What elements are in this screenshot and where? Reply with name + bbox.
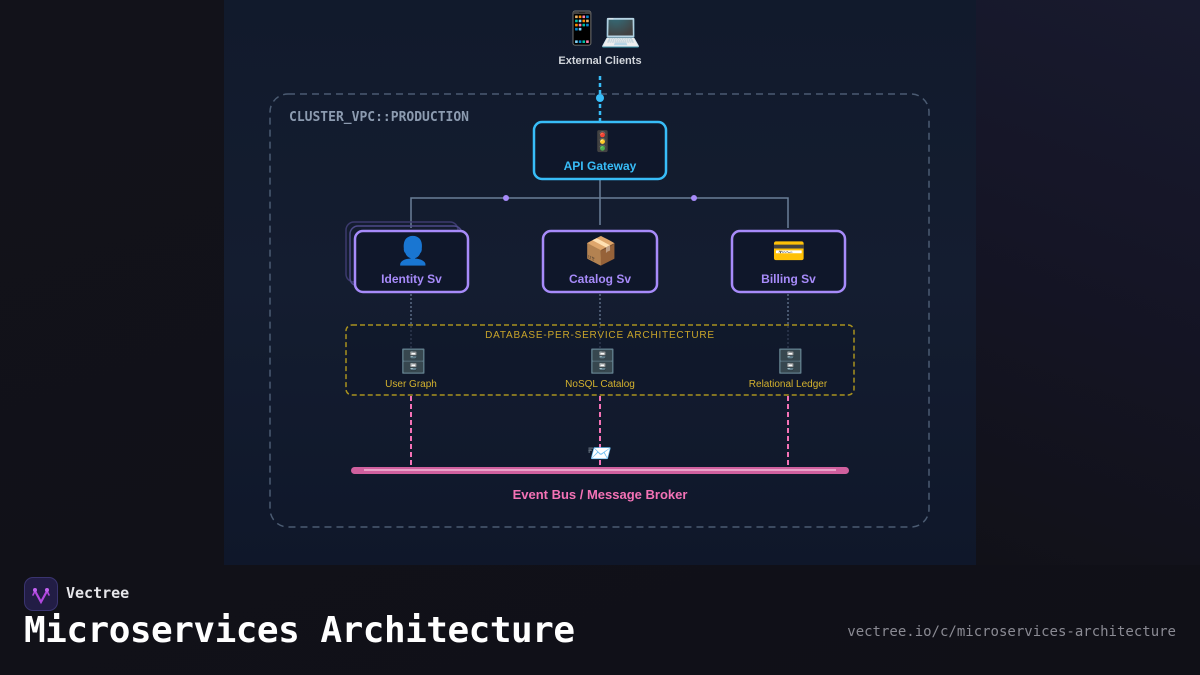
identity-service-label: Identity Sv bbox=[381, 272, 442, 286]
cluster-boundary bbox=[269, 93, 930, 528]
user-graph-label[interactable]: User Graph bbox=[385, 379, 437, 390]
database-icon: 🗄️ bbox=[588, 349, 617, 375]
page-url[interactable]: vectree.io/c/microservices-architecture bbox=[847, 624, 1176, 640]
catalog-service-label: Catalog Sv bbox=[568, 272, 631, 286]
package-icon: 📦 bbox=[584, 236, 618, 267]
architecture-diagram bbox=[269, 76, 930, 528]
gateway-service-connector bbox=[410, 180, 789, 228]
page-title: Microservices Architecture bbox=[24, 610, 575, 651]
connector-dot-right bbox=[691, 195, 697, 201]
traffic-light-icon: 🚦 bbox=[590, 129, 615, 153]
database-icon: 🗄️ bbox=[399, 349, 428, 375]
vectree-logo-icon bbox=[32, 588, 50, 605]
catalog-service-node[interactable] bbox=[541, 229, 659, 294]
api-gateway-node[interactable] bbox=[532, 120, 668, 181]
external-clients-label: External Clients bbox=[558, 55, 642, 67]
cluster-label: CLUSTER_VPC::PRODUCTION bbox=[289, 110, 470, 125]
nosql-catalog-label[interactable]: NoSQL Catalog bbox=[565, 379, 635, 390]
identity-service-node[interactable] bbox=[353, 229, 470, 294]
envelope-icon: 📨 bbox=[587, 441, 612, 465]
database-icon: 🗄️ bbox=[776, 349, 805, 375]
background-right bbox=[976, 0, 1200, 565]
brand-name: Vectree bbox=[66, 584, 130, 602]
user-icon: 👤 bbox=[396, 236, 430, 267]
vectree-logo bbox=[24, 577, 58, 611]
database-group bbox=[345, 324, 855, 396]
billing-service-node[interactable] bbox=[730, 229, 847, 294]
gateway-ingress-dot bbox=[596, 94, 604, 102]
phone-icon: 📱 bbox=[562, 9, 602, 47]
relational-ledger-label[interactable]: Relational Ledger bbox=[748, 379, 828, 390]
billing-service-label: Billing Sv bbox=[761, 272, 816, 286]
credit-card-icon: 💳 bbox=[772, 236, 806, 267]
api-gateway-label: API Gateway bbox=[563, 159, 637, 173]
event-bus-label: Event Bus / Message Broker bbox=[512, 487, 688, 502]
connector-dot-left bbox=[503, 195, 509, 201]
database-group-label: DATABASE-PER-SERVICE ARCHITECTURE bbox=[485, 330, 715, 341]
laptop-icon: 💻 bbox=[600, 10, 642, 49]
